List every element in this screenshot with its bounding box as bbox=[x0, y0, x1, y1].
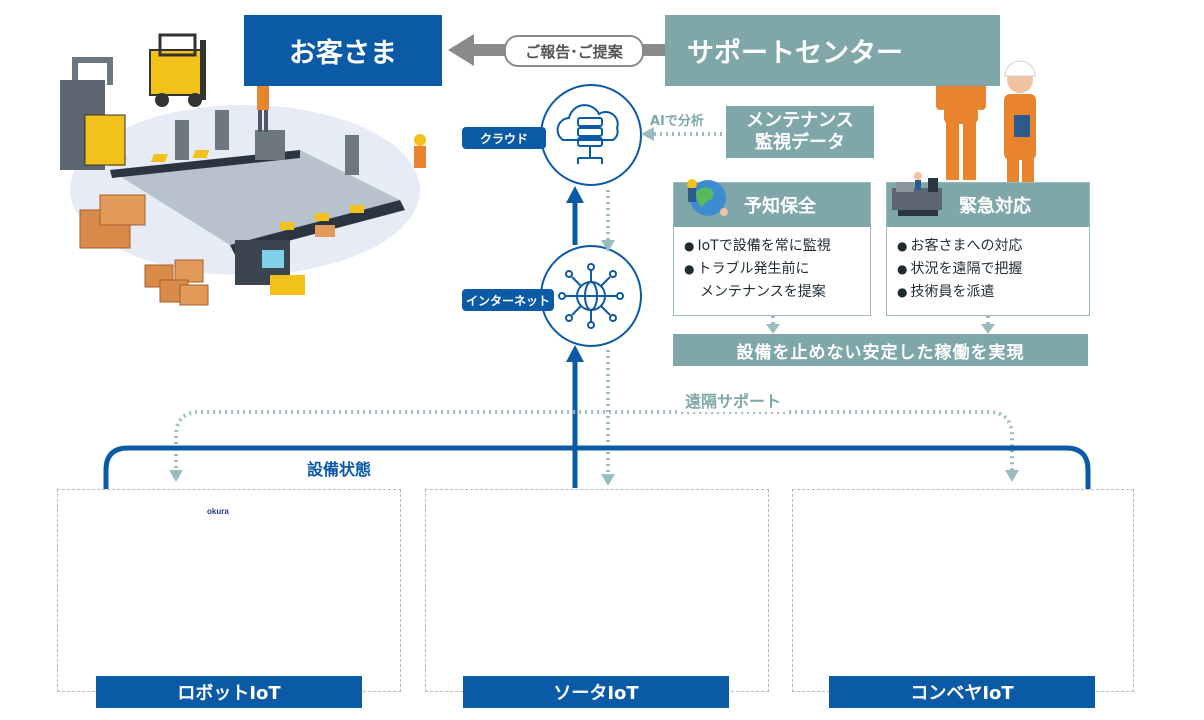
dotted-flows bbox=[174, 132, 1014, 478]
cloud-tag: クラウド bbox=[462, 127, 546, 149]
support-center-label: サポートセンター bbox=[687, 38, 903, 69]
remote-support-label: 遠隔サポート bbox=[681, 388, 786, 412]
emergency-title: 緊急対応 bbox=[959, 196, 1031, 217]
predictive-card-body: IoTで設備を常に監視 トラブル発生前に メンテナンスを提案 bbox=[674, 227, 870, 312]
internet-node bbox=[540, 245, 642, 347]
predictive-item-cont: メンテナンスを提案 bbox=[700, 284, 826, 300]
cloud-node bbox=[540, 84, 642, 186]
network-globe-icon bbox=[558, 263, 624, 329]
customer-box: お客さま bbox=[244, 15, 442, 86]
robot-frame bbox=[57, 489, 401, 692]
cloud-tag-label: クラウド bbox=[479, 131, 528, 146]
internet-tag: インターネット bbox=[462, 289, 554, 311]
conveyor-iot-text: コンベヤIoT bbox=[910, 683, 1014, 704]
monitoring-line1: メンテナンス bbox=[746, 110, 854, 131]
robot-iot-text: ロボットIoT bbox=[177, 683, 281, 704]
sorter-iot-label: ソータIoT bbox=[463, 676, 729, 708]
emergency-card-body: お客さまへの対応 状況を遠隔で把握 技術員を派遣 bbox=[887, 227, 1089, 312]
result-banner: 設備を止めない安定した稼働を実現 bbox=[673, 334, 1088, 366]
predictive-item: IoTで設備を常に監視 bbox=[684, 235, 860, 258]
monitoring-data-box: メンテナンス 監視データ bbox=[726, 106, 874, 158]
sorter-frame bbox=[425, 489, 769, 692]
customer-label: お客さま bbox=[289, 38, 397, 69]
emergency-item: 状況を遠隔で把握 bbox=[897, 258, 1079, 281]
result-banner-label: 設備を止めない安定した稼働を実現 bbox=[736, 342, 1025, 363]
internet-tag-label: インターネット bbox=[465, 293, 550, 308]
predictive-title: 予知保全 bbox=[744, 196, 816, 217]
globe-icon bbox=[687, 179, 728, 216]
equipment-status-label: 設備状態 bbox=[307, 460, 372, 479]
machine-icon bbox=[892, 172, 942, 216]
emergency-item: 技術員を派遣 bbox=[897, 281, 1079, 304]
emergency-item: お客さまへの対応 bbox=[897, 235, 1079, 258]
sorter-iot-text: ソータIoT bbox=[553, 683, 639, 704]
support-center-box: サポートセンター bbox=[665, 15, 1000, 86]
cloud-server-icon bbox=[556, 104, 619, 164]
report-pill-label: ご報告･ご提案 bbox=[525, 42, 623, 61]
conveyor-iot-label: コンベヤIoT bbox=[829, 676, 1095, 708]
monitoring-line2: 監視データ bbox=[755, 132, 845, 153]
factory-illustration bbox=[60, 33, 426, 306]
predictive-item: トラブル発生前に bbox=[684, 258, 860, 281]
report-pill: ご報告･ご提案 bbox=[504, 35, 644, 67]
conveyor-frame bbox=[792, 489, 1134, 692]
ai-analysis-label: AIで分析 bbox=[650, 114, 704, 129]
equipment-status-bus bbox=[103, 445, 1091, 490]
robot-iot-label: ロボットIoT bbox=[96, 676, 362, 708]
